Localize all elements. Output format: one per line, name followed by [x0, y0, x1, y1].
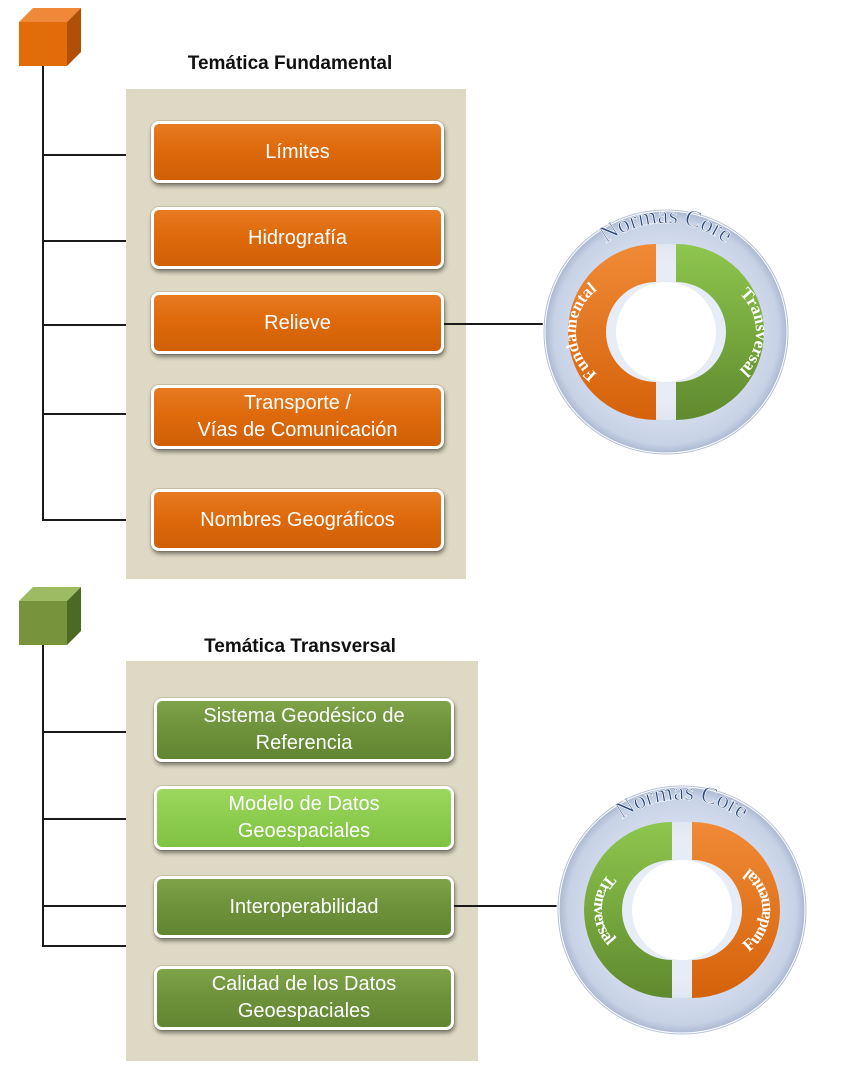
fundamental-title: Temática Fundamental	[187, 53, 393, 74]
connector-limites	[42, 154, 154, 156]
connector-transporte	[42, 413, 154, 415]
box-interoperabilidad[interactable]: Interoperabilidad	[154, 876, 454, 938]
box-nombres-geograficos[interactable]: Nombres Geográficos	[151, 489, 444, 551]
connector-relieve	[42, 324, 154, 326]
box-sistema-geodesico[interactable]: Sistema Geodésico de Referencia	[154, 698, 454, 762]
box-transporte[interactable]: Transporte / Vías de Comunicación	[151, 385, 444, 449]
box-hidrografia[interactable]: Hidrografía	[151, 207, 444, 269]
connector-sistema-geodesico	[42, 731, 154, 733]
fundamental-connector-trunk	[42, 66, 44, 520]
box-calidad-datos[interactable]: Calidad de los Datos Geoespaciales	[154, 966, 454, 1030]
connector-nombres	[42, 519, 154, 521]
box-limites[interactable]: Límites	[151, 121, 444, 183]
connector-interoperabilidad-to-ring	[454, 905, 614, 907]
transversal-connector-trunk	[42, 645, 44, 946]
normas-core-ring-bottom: Normas Core Tranversal Fundamental	[556, 779, 808, 1036]
transversal-title: Temática Transversal	[204, 636, 396, 657]
connector-calidad	[42, 945, 154, 947]
connector-hidrografia	[42, 240, 154, 242]
green-cube-icon	[19, 587, 81, 645]
connector-interoperabilidad	[42, 905, 154, 907]
orange-cube-icon	[19, 8, 81, 66]
box-relieve[interactable]: Relieve	[151, 292, 444, 354]
box-modelo-datos[interactable]: Modelo de Datos Geoespaciales	[154, 786, 454, 850]
normas-core-ring-top: Normas Core Fundamental Transversal	[542, 203, 790, 456]
connector-modelo-datos	[42, 818, 154, 820]
connector-relieve-to-ring	[444, 323, 586, 325]
